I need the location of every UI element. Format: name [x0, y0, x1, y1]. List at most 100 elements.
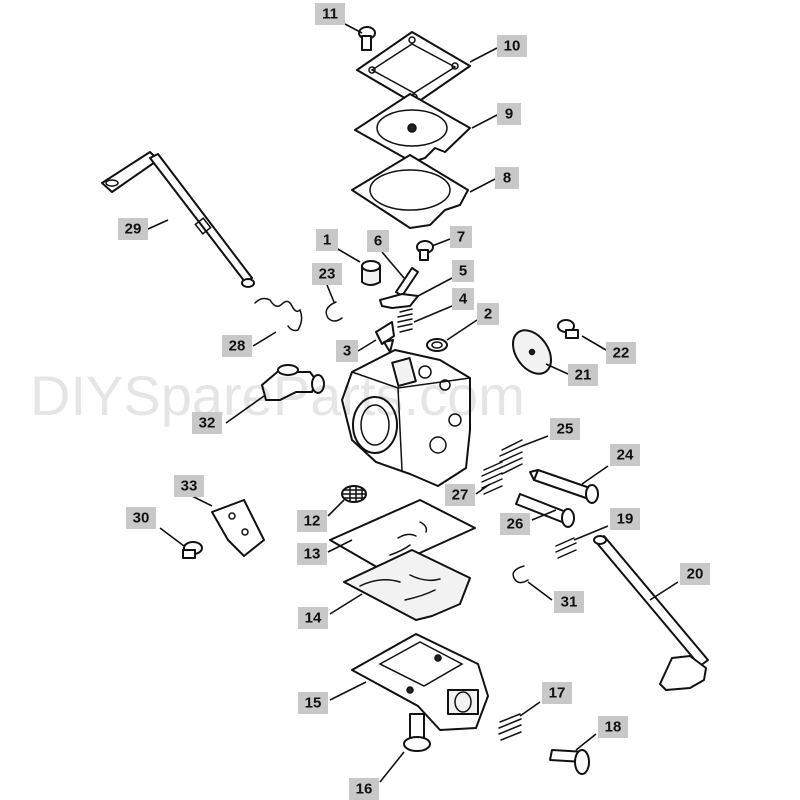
part-5-lever [379, 293, 419, 309]
callout-9: 9 [471, 103, 521, 129]
svg-text:8: 8 [503, 170, 511, 187]
part-3-needle [375, 321, 395, 353]
svg-text:5: 5 [459, 263, 467, 280]
part-17-spring [498, 713, 522, 741]
part-1-plug [361, 260, 381, 286]
part-21-plate [511, 329, 553, 375]
part-29-throttle-shaft [101, 151, 255, 288]
svg-text:14: 14 [305, 610, 322, 627]
callout-18: 18 [575, 716, 628, 751]
part-10-cover [356, 31, 471, 105]
part-25-spring [499, 439, 523, 475]
part-12-filter [341, 485, 367, 503]
watermark-text: DIYSpareParts.com [30, 364, 525, 427]
callout-19: 19 [573, 508, 640, 541]
svg-text:7: 7 [457, 229, 465, 246]
svg-text:27: 27 [452, 487, 469, 504]
callout-29: 29 [118, 218, 169, 240]
callout-5: 5 [417, 260, 474, 297]
callout-1: 1 [316, 229, 361, 263]
part-20-choke-shaft [593, 535, 709, 691]
callout-23: 23 [312, 263, 342, 303]
part-32-fitting [261, 364, 325, 401]
callout-8: 8 [469, 167, 519, 193]
part-28-spring [254, 297, 303, 332]
part-15-pump-body [351, 633, 489, 731]
svg-text:21: 21 [575, 367, 592, 384]
svg-text:32: 32 [199, 415, 216, 432]
svg-text:33: 33 [181, 478, 198, 495]
callout-32: 32 [192, 395, 265, 434]
callout-10: 10 [469, 35, 527, 63]
svg-text:3: 3 [343, 343, 351, 360]
part-23-clip [325, 301, 343, 322]
svg-text:4: 4 [459, 291, 468, 308]
carburetor-body [341, 349, 471, 487]
callout-26: 26 [500, 509, 557, 535]
part-13-gasket [329, 499, 476, 571]
part-22-screw [557, 319, 579, 339]
svg-text:15: 15 [305, 695, 322, 712]
callout-12: 12 [297, 499, 345, 532]
svg-text:25: 25 [557, 421, 574, 438]
callout-28: 28 [222, 331, 277, 357]
svg-text:23: 23 [319, 266, 336, 283]
part-14-diaphragm [343, 549, 471, 621]
callout-22: 22 [581, 335, 636, 364]
svg-text:31: 31 [561, 594, 578, 611]
svg-text:22: 22 [613, 345, 630, 362]
callout-15: 15 [298, 681, 367, 714]
part-8-gasket [351, 154, 469, 229]
callout-13: 13 [297, 539, 353, 565]
part-2-ring [426, 338, 448, 352]
part-18-screw [549, 749, 590, 775]
part-33-disc [211, 499, 265, 557]
svg-text:16: 16 [356, 781, 373, 798]
callout-16: 16 [349, 751, 405, 800]
callout-11: 11 [315, 3, 363, 34]
callout-31: 31 [527, 581, 584, 613]
svg-text:28: 28 [229, 338, 246, 355]
callout-33: 33 [174, 475, 213, 507]
svg-text:9: 9 [505, 106, 513, 123]
callout-6: 6 [367, 230, 405, 279]
part-4-spring [397, 308, 413, 333]
part-30-screw [182, 541, 203, 559]
callout-21: 21 [545, 363, 598, 386]
part-19-spring [555, 537, 577, 559]
svg-text:6: 6 [374, 233, 382, 250]
svg-text:30: 30 [133, 510, 150, 527]
callout-3: 3 [336, 339, 377, 362]
svg-text:19: 19 [617, 511, 634, 528]
part-7-screw [416, 240, 434, 261]
svg-text:20: 20 [687, 566, 704, 583]
callout-2: 2 [446, 303, 499, 341]
svg-text:24: 24 [617, 447, 634, 464]
callout-20: 20 [649, 563, 710, 601]
svg-text:12: 12 [304, 513, 321, 530]
part-24-screw [529, 469, 599, 504]
callout-25: 25 [521, 418, 580, 447]
svg-text:13: 13 [304, 546, 321, 563]
svg-text:10: 10 [504, 38, 521, 55]
callout-30: 30 [126, 507, 185, 547]
svg-text:26: 26 [507, 516, 524, 533]
part-27-spring [481, 461, 503, 495]
svg-text:1: 1 [323, 232, 331, 249]
part-31-clip [512, 565, 529, 584]
part-16-bolt [403, 713, 431, 752]
callout-4: 4 [413, 288, 474, 323]
callout-14: 14 [298, 593, 363, 629]
callout-24: 24 [581, 444, 640, 485]
svg-text:18: 18 [605, 719, 622, 736]
part-11-screw [358, 26, 376, 51]
callout-27: 27 [445, 483, 491, 506]
part-9-diaphragm [354, 93, 471, 163]
svg-text:11: 11 [322, 6, 338, 23]
callout-7: 7 [431, 226, 472, 248]
svg-text:17: 17 [549, 685, 566, 702]
callout-17: 17 [519, 682, 572, 717]
svg-text:2: 2 [484, 306, 492, 323]
part-26-screw [515, 493, 575, 528]
